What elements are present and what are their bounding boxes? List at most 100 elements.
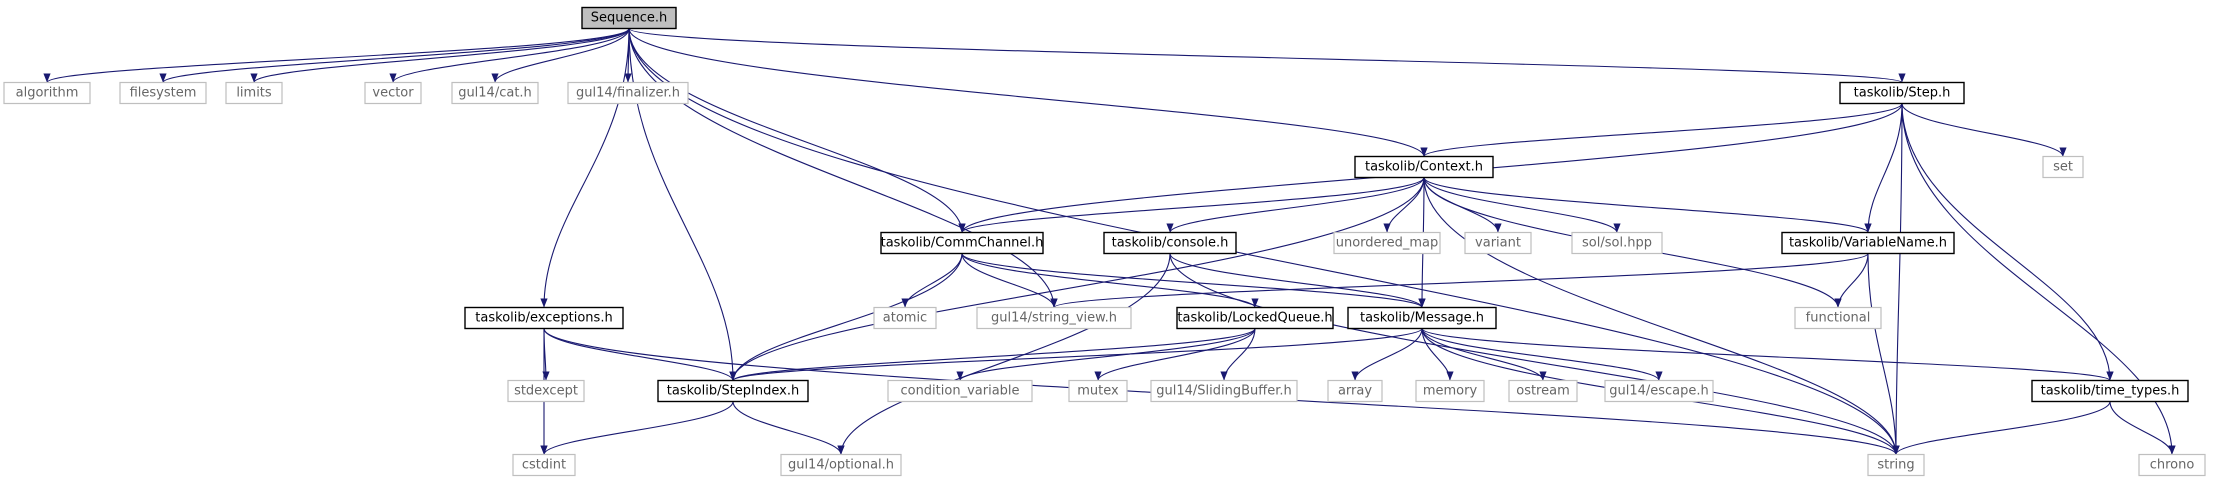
node-set: set [2042,155,2084,179]
edge-commchannel-to-string_view [961,253,1058,308]
node-box-console [1103,231,1237,255]
node-label-gul14_finalizer: gul14/finalizer.h [576,86,680,101]
node-label-limits: limits [236,86,272,101]
node-lockedqueue[interactable]: taskolib/LockedQueue.h [1176,306,1334,330]
node-label-stdexcept: stdexcept [514,384,578,399]
node-label-context: taskolib/Context.h [1365,160,1483,175]
edge-sequence-to-commchannel [628,28,966,233]
node-label-string_view: gul14/string_view.h [991,311,1117,326]
node-step[interactable]: taskolib/Step.h [1839,81,1965,105]
node-box-condition_variable [887,379,1033,403]
edge-context-to-sol [1423,177,1621,233]
node-box-set [2042,155,2084,179]
edge-context-to-stepindex [729,177,1425,381]
node-box-limits [225,81,283,105]
node-label-string: string [1877,458,1914,473]
node-commchannel[interactable]: taskolib/CommChannel.h [880,231,1044,255]
node-mutex: mutex [1068,379,1128,403]
edge-stepindex-to-optional [732,401,845,455]
node-memory: memory [1415,379,1485,403]
node-message[interactable]: taskolib/Message.h [1347,306,1497,330]
edge-lockedqueue-to-slidingbuffer [1220,328,1256,381]
edge-step-to-time_types [1901,103,2114,381]
node-vector: vector [364,81,422,105]
node-box-sol [1571,231,1663,255]
node-box-unordered_map [1333,231,1441,255]
node-box-lockedqueue [1176,306,1334,330]
edge-console-to-string [1169,253,1900,455]
node-functional: functional [1794,306,1882,330]
edge-exceptions-to-stepindex [543,328,737,381]
node-label-escape: gul14/escape.h [1609,384,1709,399]
node-label-lockedqueue: taskolib/LockedQueue.h [1177,311,1332,326]
node-slidingbuffer: gul14/SlidingBuffer.h [1150,379,1298,403]
node-label-condition_variable: condition_variable [900,384,1019,399]
node-box-vector [364,81,422,105]
node-box-ostream [1508,379,1578,403]
edge-sequence-to-string_view [628,28,1058,308]
edge-context-to-string [1423,177,1900,455]
node-label-memory: memory [1423,384,1478,399]
node-box-optional [780,453,902,477]
edge-time_types-to-chrono [2109,401,2176,455]
edge-variablename-to-string_view [1050,253,1869,308]
node-exceptions[interactable]: taskolib/exceptions.h [464,306,624,330]
node-label-stepindex: taskolib/StepIndex.h [667,384,799,399]
edge-message-to-time_types [1421,328,2114,381]
node-sequence[interactable]: Sequence.h [581,6,677,30]
edge-step-to-variablename [1864,103,1903,233]
node-box-filesystem [119,81,207,105]
node-label-step: taskolib/Step.h [1854,86,1951,101]
node-sol: sol/sol.hpp [1571,231,1663,255]
edge-time_types-to-string [1892,401,2111,455]
node-stdexcept: stdexcept [507,379,585,403]
node-label-filesystem: filesystem [130,86,197,101]
node-label-optional: gul14/optional.h [788,458,894,473]
node-box-escape [1604,379,1714,403]
edge-sequence-to-vector [389,28,630,83]
node-label-atomic: atomic [883,311,927,326]
edge-context-to-commchannel [958,177,1425,233]
node-gul14_finalizer: gul14/finalizer.h [567,81,689,105]
edge-console-to-message [1169,253,1426,308]
node-label-functional: functional [1806,311,1871,326]
node-atomic: atomic [873,306,937,330]
node-box-message [1347,306,1497,330]
node-box-chrono [2138,453,2206,477]
node-array: array [1327,379,1383,403]
node-box-exceptions [464,306,624,330]
edge-sequence-to-stepindex [628,28,737,381]
node-label-exceptions: taskolib/exceptions.h [475,311,612,326]
node-box-gul14_cat [451,81,539,105]
node-ostream: ostream [1508,379,1578,403]
edge-commchannel-to-message [961,253,1426,308]
node-label-console: taskolib/console.h [1112,236,1229,251]
node-console[interactable]: taskolib/console.h [1103,231,1237,255]
node-stepindex[interactable]: taskolib/StepIndex.h [657,379,809,403]
node-label-set: set [2053,160,2073,175]
node-label-sequence: Sequence.h [591,11,668,26]
node-optional: gul14/optional.h [780,453,902,477]
node-label-variant: variant [1475,236,1521,251]
node-box-functional [1794,306,1882,330]
edge-context-to-variant [1423,177,1502,233]
edge-variablename-to-functional [1834,253,1869,308]
edge-message-to-array [1351,328,1423,381]
edge-step-to-chrono [1901,103,2176,455]
node-time_types[interactable]: taskolib/time_types.h [2031,379,2189,403]
edge-sequence-to-string [628,28,1900,455]
node-variablename[interactable]: taskolib/VariableName.h [1781,231,1955,255]
node-label-slidingbuffer: gul14/SlidingBuffer.h [1156,384,1292,399]
node-box-commchannel [880,231,1044,255]
node-box-memory [1415,379,1485,403]
node-escape: gul14/escape.h [1604,379,1714,403]
edge-context-to-variablename [1423,177,1872,233]
edge-message-to-escape [1421,328,1663,381]
node-context[interactable]: taskolib/Context.h [1354,155,1494,179]
node-label-array: array [1338,384,1372,399]
node-box-time_types [2031,379,2189,403]
edge-message-to-ostream [1421,328,1547,381]
edge-sequence-to-algorithm [43,28,630,83]
